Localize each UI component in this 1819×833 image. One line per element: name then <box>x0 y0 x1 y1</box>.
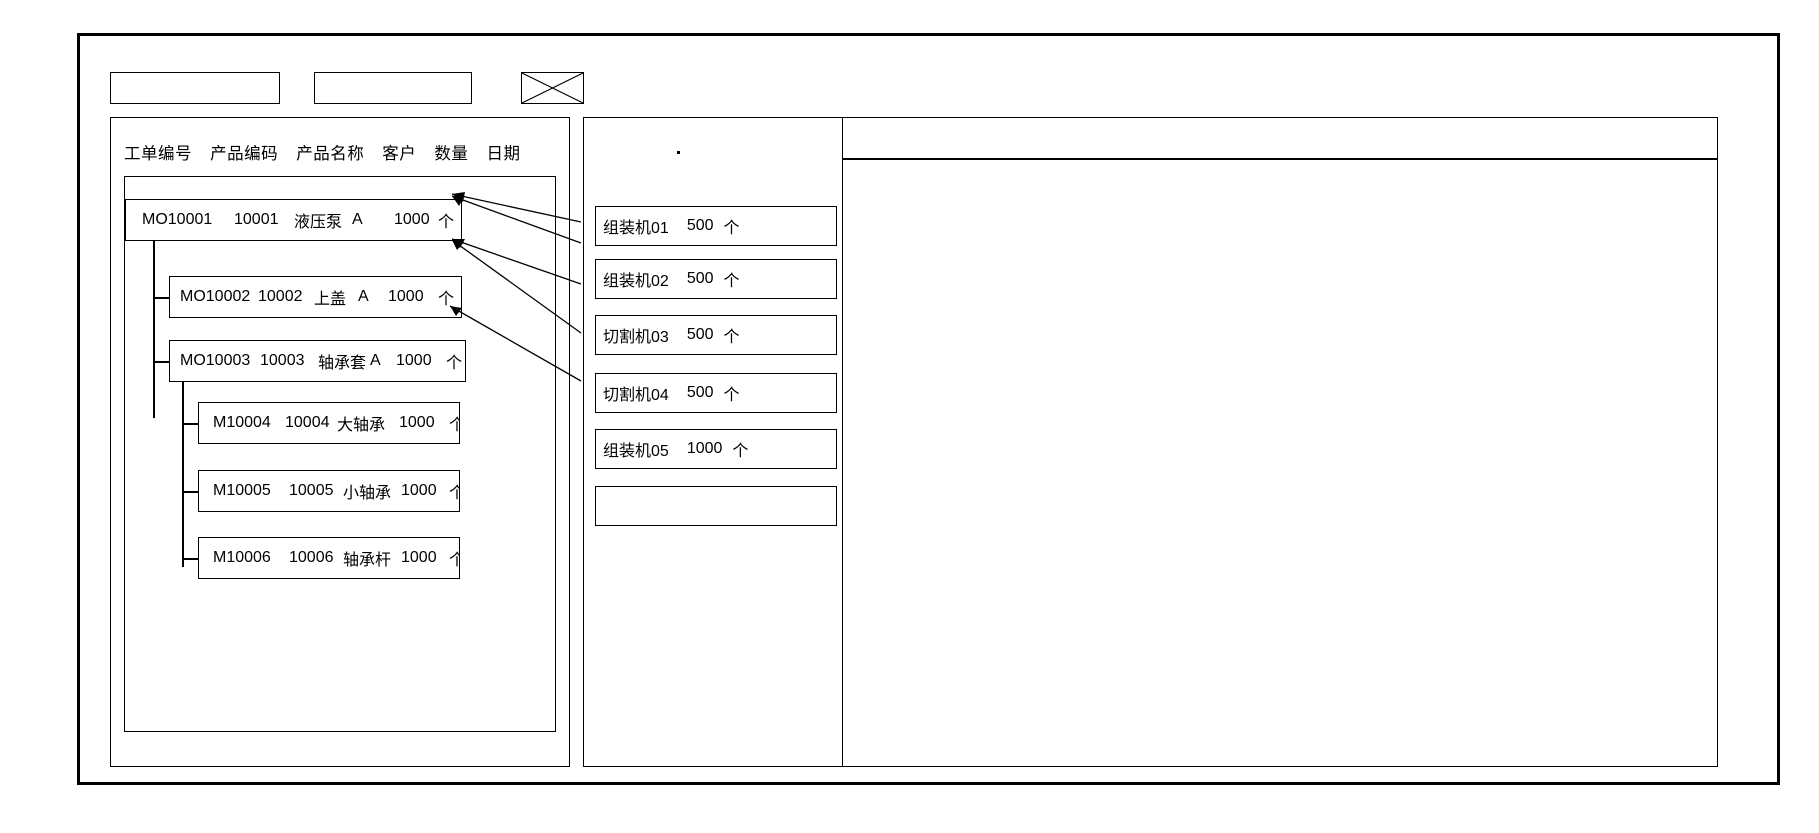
machine-name: 组装机01 <box>603 220 669 237</box>
machine-unit: 个 <box>723 329 740 346</box>
work-order-column-headers: 工单编号 产品编码 产品名称 客户 数量 日期 <box>124 140 520 164</box>
list-item[interactable]: 组装机02 500 个 <box>595 259 837 299</box>
row-unit: 个 <box>438 214 455 231</box>
row-product-name: 上盖 <box>314 291 347 308</box>
row-customer: A <box>352 211 363 228</box>
row-order-no: M10004 <box>213 414 271 431</box>
row-order-no: MO10003 <box>180 352 251 369</box>
machine-unit: 个 <box>723 220 740 237</box>
table-row[interactable]: M10005 10005 小轴承 1000 个 <box>198 470 460 512</box>
row-unit: 个 <box>449 411 459 435</box>
tree-connector <box>153 240 155 418</box>
table-row[interactable]: MO10002 10002 上盖 A 1000 个 <box>169 276 462 318</box>
toolbar-field-2[interactable] <box>314 72 472 104</box>
machine-qty: 500 <box>686 326 714 343</box>
row-customer: A <box>370 352 381 369</box>
machine-name: 切割机04 <box>603 387 669 404</box>
list-item[interactable]: 组装机05 1000 个 <box>595 429 837 469</box>
tree-connector <box>182 423 198 425</box>
row-order-no: M10006 <box>213 549 271 566</box>
machine-unit: 个 <box>723 387 740 404</box>
row-order-no: MO10001 <box>142 211 213 228</box>
row-product-code: 10003 <box>260 352 305 369</box>
row-product-name: 大轴承 <box>337 417 386 434</box>
row-product-code: 10004 <box>285 414 330 431</box>
row-order-no: M10005 <box>213 482 271 499</box>
row-quantity: 1000 <box>401 549 437 566</box>
row-unit: 个 <box>449 546 459 570</box>
column-header-order-no: 工单编号 <box>124 145 192 163</box>
machine-name: 组装机02 <box>603 273 669 290</box>
column-header-product-code: 产品编码 <box>210 145 279 163</box>
tree-connector <box>182 558 198 560</box>
column-header-customer: 客户 <box>382 145 417 163</box>
detail-panel-header-rule <box>843 158 1717 160</box>
row-product-name: 轴承杆 <box>343 552 392 569</box>
row-quantity: 1000 <box>396 352 432 369</box>
panel-divider <box>842 117 844 767</box>
row-unit: 个 <box>438 291 455 308</box>
machine-qty: 500 <box>686 384 714 401</box>
machine-name: 组装机05 <box>603 443 669 460</box>
row-quantity: 1000 <box>401 482 437 499</box>
machine-schedule-panel: 组装机01 500 个 组装机02 500 个 切割机03 500 个 切割机0… <box>583 117 843 767</box>
tree-connector <box>182 491 198 493</box>
work-order-panel: 工单编号 产品编码 产品名称 客户 数量 日期 MO10001 10001 液压… <box>110 117 570 767</box>
row-product-name: 轴承套 <box>318 355 367 372</box>
row-unit: 个 <box>449 479 459 503</box>
row-quantity: 1000 <box>388 288 424 305</box>
machine-unit: 个 <box>723 273 740 290</box>
x-cross-box-icon[interactable] <box>521 72 584 104</box>
column-header-date: 日期 <box>486 145 521 163</box>
machine-name: 切割机03 <box>603 329 669 346</box>
machine-qty: 500 <box>686 217 714 234</box>
list-item-empty[interactable] <box>595 486 837 526</box>
row-product-code: 10002 <box>258 288 303 305</box>
row-product-name: 小轴承 <box>343 485 392 502</box>
column-header-product-name: 产品名称 <box>296 145 365 163</box>
row-quantity: 1000 <box>394 211 430 228</box>
row-quantity: 1000 <box>399 414 435 431</box>
list-item[interactable]: 切割机03 500 个 <box>595 315 837 355</box>
machine-qty: 500 <box>686 270 714 287</box>
tree-connector <box>153 361 169 363</box>
list-item[interactable]: 组装机01 500 个 <box>595 206 837 246</box>
row-unit: 个 <box>446 355 463 372</box>
row-product-code: 10005 <box>289 482 334 499</box>
table-row[interactable]: M10004 10004 大轴承 1000 个 <box>198 402 460 444</box>
table-row[interactable]: M10006 10006 轴承杆 1000 个 <box>198 537 460 579</box>
table-row[interactable]: MO10003 10003 轴承套 A 1000 个 <box>169 340 466 382</box>
row-product-name: 液压泵 <box>294 214 343 231</box>
toolbar-field-1[interactable] <box>110 72 280 104</box>
list-item[interactable]: 切割机04 500 个 <box>595 373 837 413</box>
table-row[interactable]: MO10001 10001 液压泵 A 1000 个 <box>125 199 462 241</box>
tree-connector <box>182 382 184 567</box>
row-customer: A <box>358 288 369 305</box>
detail-panel <box>843 117 1718 767</box>
row-product-code: 10001 <box>234 211 279 228</box>
column-header-quantity: 数量 <box>434 145 469 163</box>
machine-unit: 个 <box>732 443 749 460</box>
row-product-code: 10006 <box>289 549 334 566</box>
work-order-tree: MO10001 10001 液压泵 A 1000 个 MO10002 10002… <box>124 176 556 732</box>
machine-qty: 1000 <box>686 440 723 457</box>
row-order-no: MO10002 <box>180 288 251 305</box>
dot-marker-icon <box>677 151 680 154</box>
tree-connector <box>153 297 169 299</box>
